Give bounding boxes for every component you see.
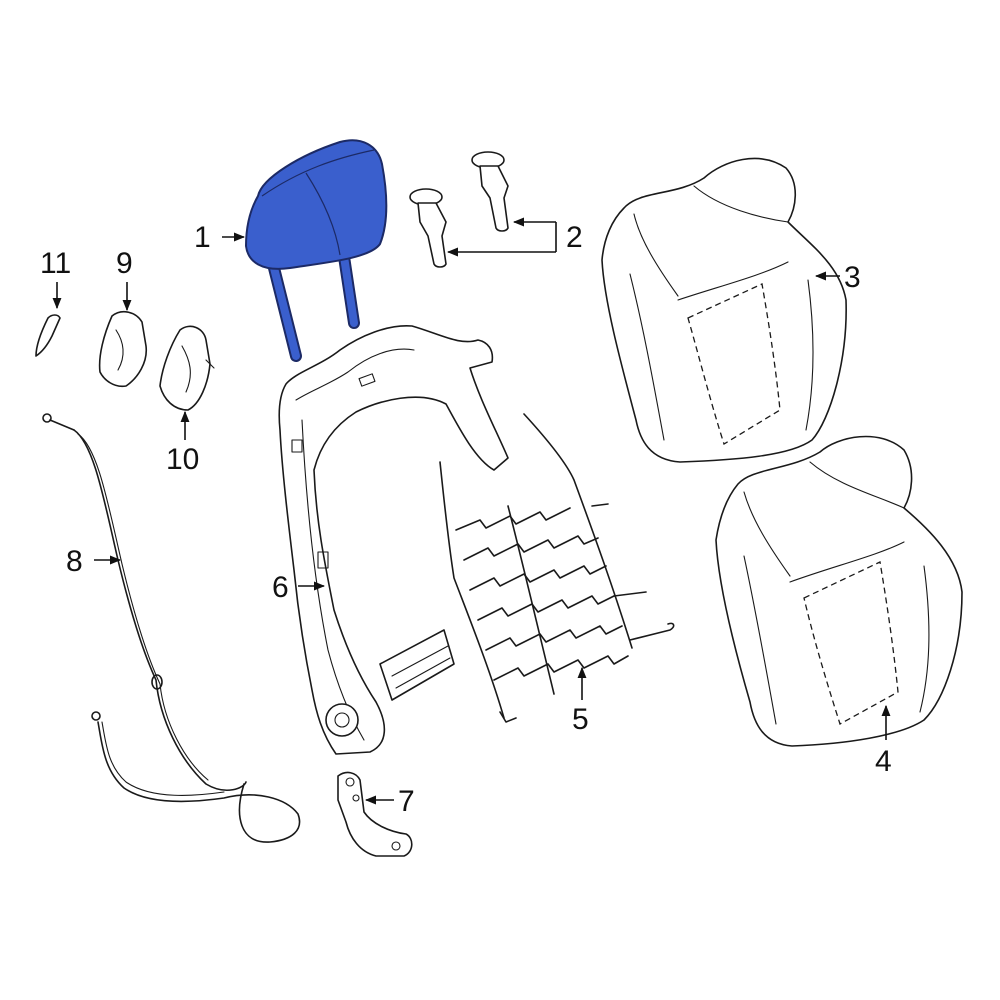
seat-back-cover-upper-part[interactable] xyxy=(601,157,847,463)
callout-label-9: 9 xyxy=(116,247,133,280)
callout-label-5: 5 xyxy=(572,703,589,736)
callout-label-7: 7 xyxy=(398,785,415,818)
cable-lower-run-b xyxy=(101,721,225,796)
guide-a-body xyxy=(417,202,447,268)
spring-mat-foot xyxy=(499,711,517,723)
cover-upper-seam-4 xyxy=(629,273,665,441)
callout-3: 3 xyxy=(814,261,861,294)
cable-end-top xyxy=(42,413,52,423)
spring-mat-row-2 xyxy=(463,535,599,561)
cable-top-fitting xyxy=(49,419,75,431)
callout-11: 11 xyxy=(40,247,71,310)
cable-end-bottom xyxy=(91,711,101,721)
bracket-part[interactable] xyxy=(337,771,413,857)
callout-1: 1 xyxy=(194,221,246,254)
cover-upper-seam-5 xyxy=(805,279,814,431)
cover-lower-panel xyxy=(803,561,899,725)
bracket-outline xyxy=(337,771,413,857)
clip-outline xyxy=(35,314,61,357)
guide-b-body xyxy=(479,165,509,232)
cable-lower-run xyxy=(97,721,301,843)
headrest-post-left-fill xyxy=(270,264,300,360)
cover-lower-seam-3 xyxy=(789,541,905,583)
callout-2: 2 xyxy=(446,217,583,257)
headrest-edge xyxy=(261,149,375,197)
cover-upper-seam-2 xyxy=(693,185,789,223)
frame-recliner-hub xyxy=(325,703,359,737)
frame-cross-bar xyxy=(379,629,455,701)
cable-upper-run-b xyxy=(77,433,209,781)
cover-lower-seam-4 xyxy=(743,555,777,725)
callout-6: 6 xyxy=(272,571,326,604)
bracket-hole-1 xyxy=(345,777,355,787)
spring-mat-wire-left xyxy=(439,461,505,719)
callout-5: 5 xyxy=(572,666,589,736)
spring-mat-tab-2 xyxy=(613,591,647,597)
frame-inner-1 xyxy=(295,348,415,401)
cover-lower-outline xyxy=(715,435,963,747)
headrest-guides-part[interactable] xyxy=(409,151,509,268)
seat-back-cover-lower-part[interactable] xyxy=(715,435,963,747)
callout-label-10: 10 xyxy=(166,443,199,476)
bracket-hole-2 xyxy=(352,794,360,802)
frame-cross-bar-detail xyxy=(391,645,451,689)
handle-outline xyxy=(159,325,211,411)
frame-recliner-hub-inner xyxy=(334,712,350,728)
frame-slot-3 xyxy=(291,439,303,453)
spring-mat-center-wire xyxy=(507,505,555,695)
callout-label-2: 2 xyxy=(566,221,583,254)
frame-slot-1 xyxy=(358,373,376,387)
cable-clip xyxy=(151,674,163,690)
handle-part[interactable] xyxy=(159,325,215,411)
cover-lower-seam-2 xyxy=(809,461,905,509)
callout-4: 4 xyxy=(875,704,892,778)
frame-slot-2 xyxy=(317,551,329,569)
callout-label-11: 11 xyxy=(40,247,71,280)
spring-mat-row-4 xyxy=(477,595,615,621)
spring-mat-row-3 xyxy=(469,565,607,591)
release-cable-part[interactable] xyxy=(42,413,301,843)
callout-label-6: 6 xyxy=(272,571,289,604)
bracket-hole-3 xyxy=(391,841,401,851)
callout-8: 8 xyxy=(66,545,122,578)
cover-lower-seam-5 xyxy=(919,565,930,713)
spring-mat-part[interactable] xyxy=(439,413,675,723)
headrest-seam xyxy=(305,172,341,256)
spring-mat-row-6 xyxy=(493,655,629,681)
trim-cover-detail xyxy=(115,329,124,371)
cover-lower-seam-1 xyxy=(743,491,791,577)
cover-upper-seam-3 xyxy=(677,261,789,301)
callout-10: 10 xyxy=(166,410,199,476)
clip-part[interactable] xyxy=(35,314,61,357)
cable-upper-run xyxy=(73,429,247,792)
callout-9: 9 xyxy=(116,247,133,312)
cover-upper-seam-1 xyxy=(633,213,679,297)
callout-label-8: 8 xyxy=(66,545,83,578)
handle-detail xyxy=(181,345,215,393)
cover-upper-outline xyxy=(601,157,847,463)
seat-back-frame-part[interactable] xyxy=(278,325,509,755)
spring-mat-wire-right xyxy=(523,413,633,649)
spring-mat-tab-1 xyxy=(591,503,609,507)
headrest-post-right-fill xyxy=(339,246,358,327)
headrest-part[interactable] xyxy=(244,139,388,362)
trim-cover-part[interactable] xyxy=(98,310,148,388)
spring-mat-row-1 xyxy=(455,507,571,531)
callout-7: 7 xyxy=(364,785,415,818)
cover-upper-panel xyxy=(687,283,781,445)
spring-mat-tab-3 xyxy=(629,622,675,641)
callout-label-1: 1 xyxy=(194,221,211,254)
callout-label-3: 3 xyxy=(844,261,861,294)
spring-mat-row-5 xyxy=(485,625,623,651)
callout-label-4: 4 xyxy=(875,745,892,778)
frame-outline xyxy=(278,325,509,755)
headrest-cushion xyxy=(244,139,388,270)
